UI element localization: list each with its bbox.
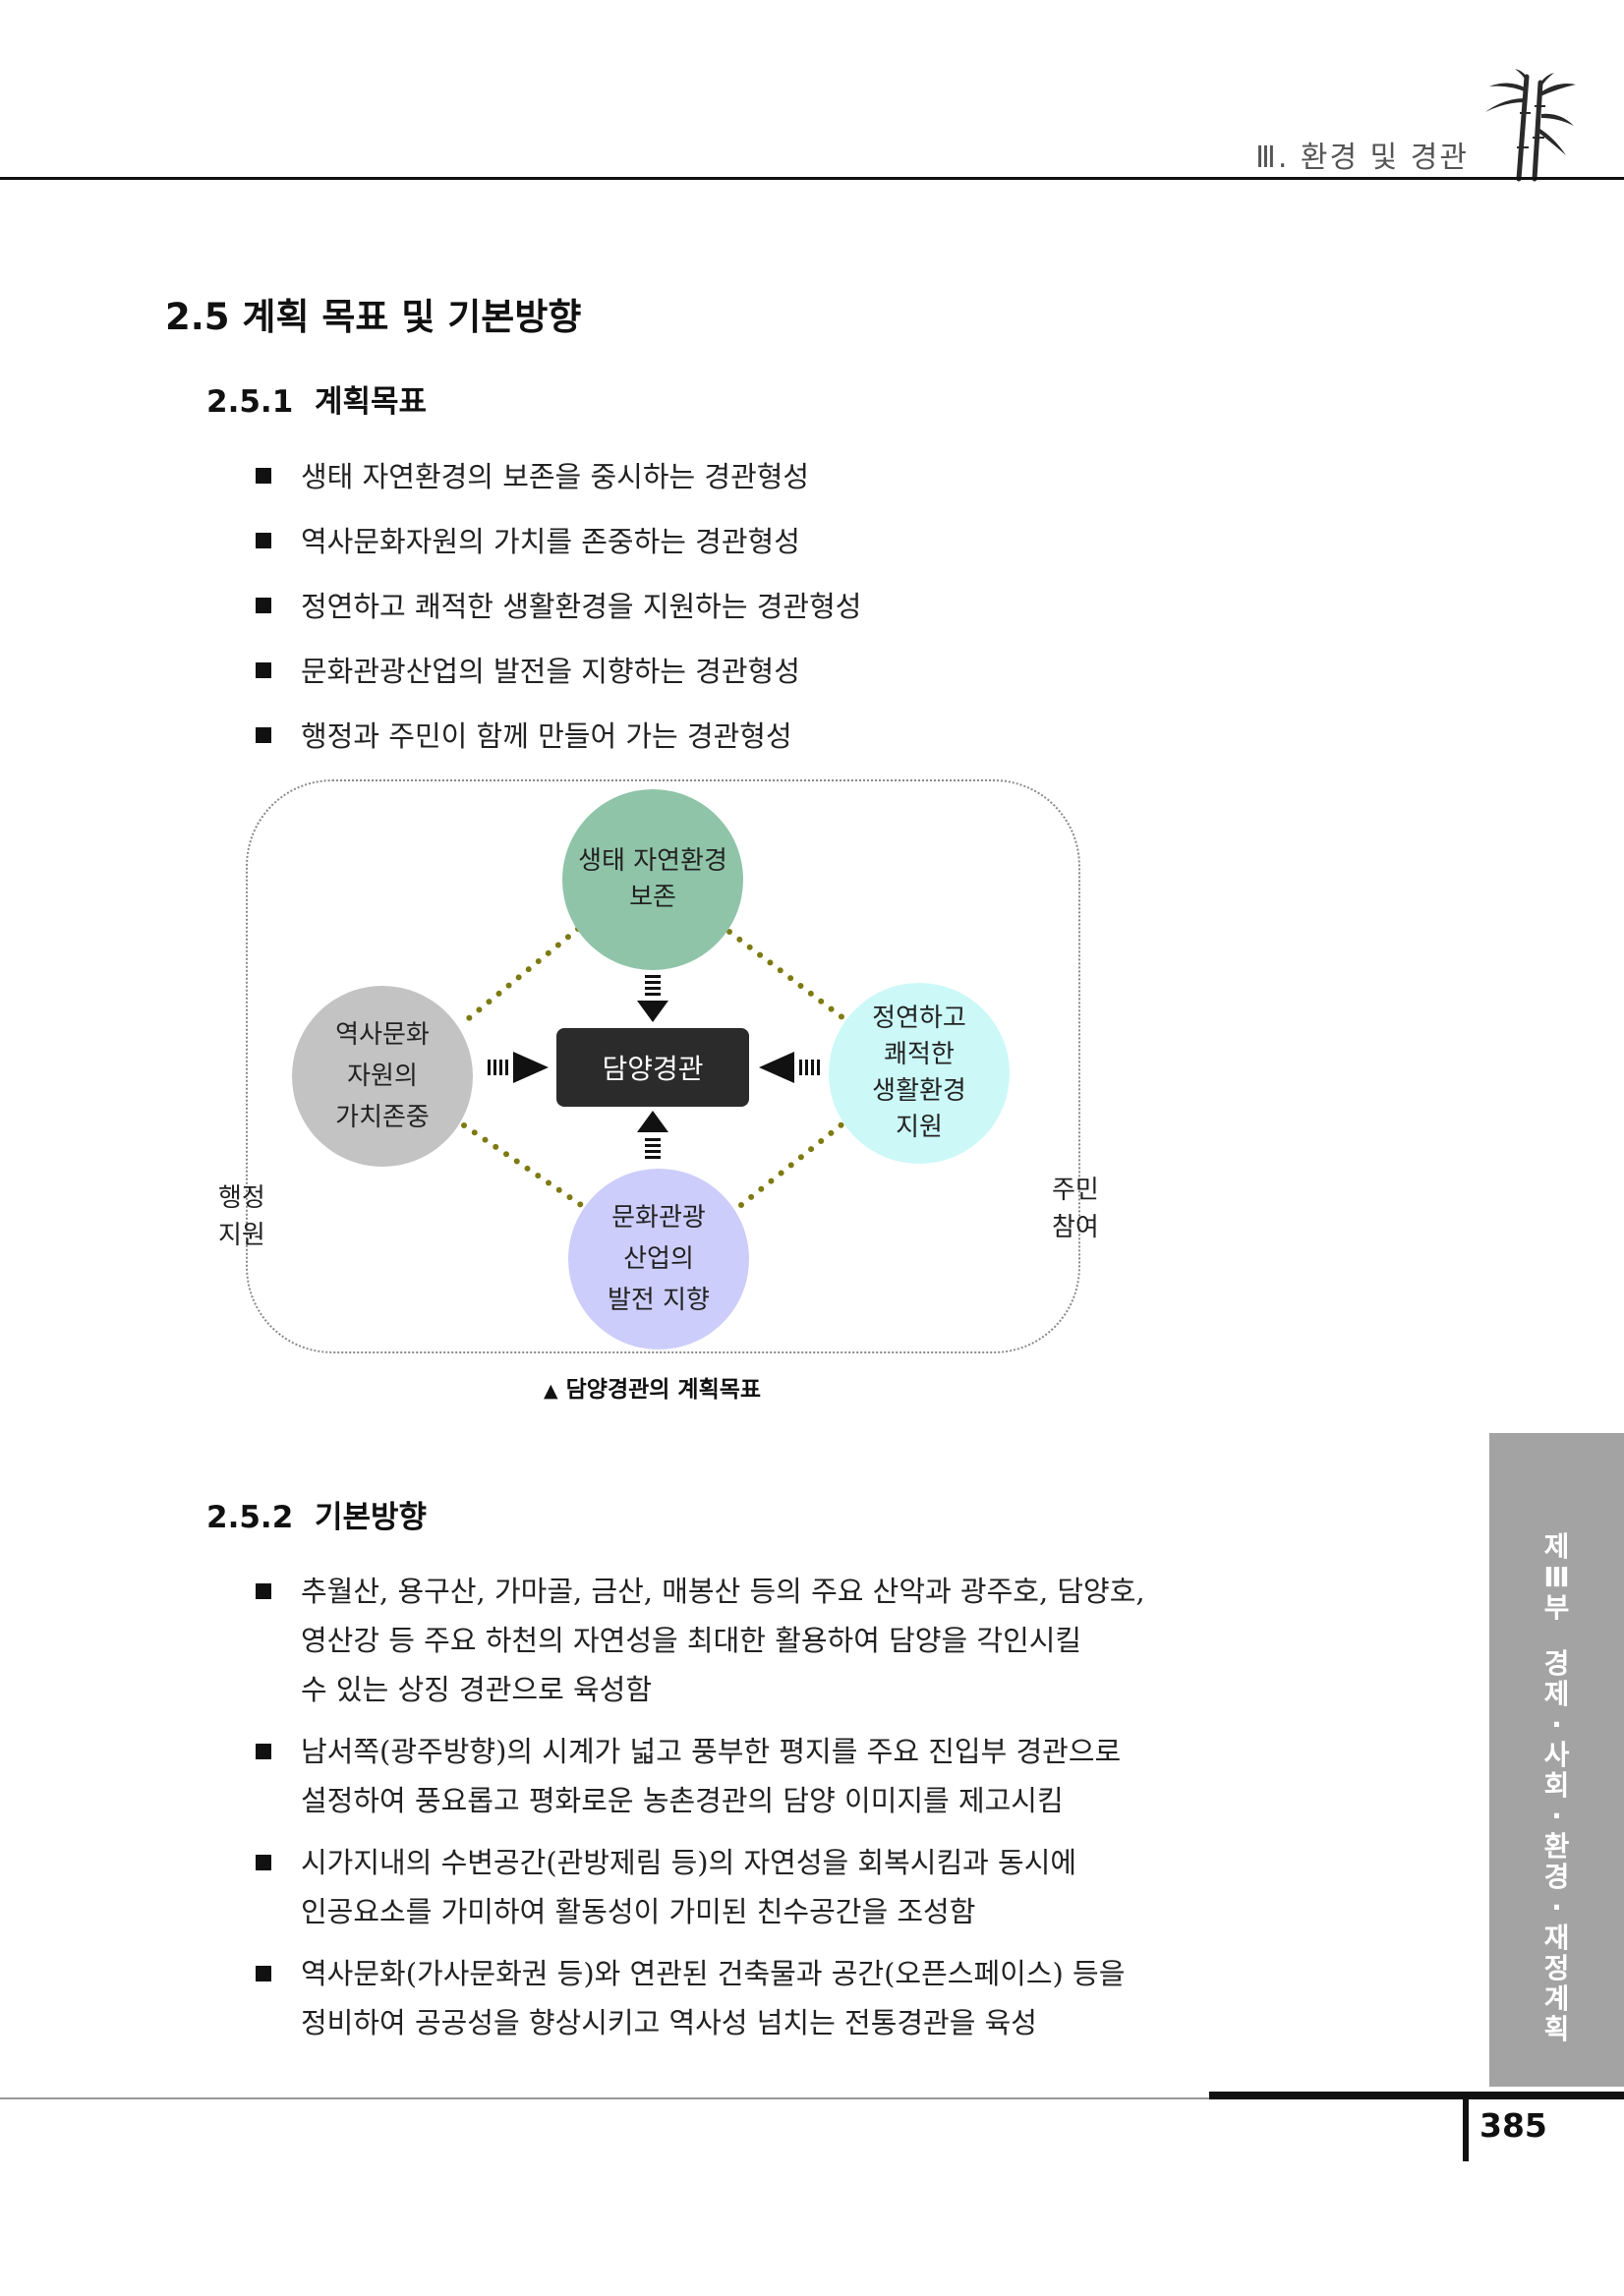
part-side-tab: 제 Ⅲ 부 경 제 · 사 회 · 환 경 · 재 정 계 획 <box>1489 1433 1624 2087</box>
footer-rule <box>0 2097 1209 2099</box>
list-item: 생태 자연환경의 보존을 중시하는 경관형성 <box>254 444 861 509</box>
caption-text: 담양경관의 계획목표 <box>565 1377 762 1403</box>
list-item: 정연하고 쾌적한 생활환경을 지원하는 경관형성 <box>254 574 861 639</box>
label-line: 주민 <box>1052 1176 1099 1205</box>
side-tab-char: 회 <box>1543 1769 1570 1802</box>
goal-text: 문화관광산업의 발전을 지향하는 경관형성 <box>301 655 800 688</box>
triangle-up-icon: ▲ <box>544 1380 558 1402</box>
direction-line: 인공요소를 가미하여 활동성이 가미된 친수공간을 조성함 <box>301 1895 976 1928</box>
label-line: 행정 <box>218 1183 265 1213</box>
goal-text: 생태 자연환경의 보존을 중시하는 경관형성 <box>301 460 810 493</box>
side-tab-char: 경 <box>1543 1647 1570 1680</box>
diagram-frame <box>246 779 1080 1353</box>
node-center: 담양경관 <box>556 1028 749 1107</box>
side-tab-char: 정 <box>1543 1952 1570 1984</box>
node-line: 자원의 <box>347 1062 418 1091</box>
goal-text: 행정과 주민이 함께 만들어 가는 경관형성 <box>301 719 792 753</box>
side-tab-char: 부 <box>1543 1591 1570 1624</box>
list-item: 문화관광산업의 발전을 지향하는 경관형성 <box>254 639 861 704</box>
bullet-square-icon <box>256 1966 271 1981</box>
goals-list: 생태 자연환경의 보존을 중시하는 경관형성 역사문화자원의 가치를 존중하는 … <box>254 444 861 769</box>
side-tab-char: 제 <box>1543 1530 1570 1563</box>
section-title: 2.5 계획 목표 및 기본방향 <box>165 296 582 338</box>
direction-line: 설정하여 풍요롭고 평화로운 농촌경관의 담양 이미지를 제고시킴 <box>301 1784 1064 1817</box>
goals-heading-text: 계획목표 <box>315 384 428 420</box>
bullet-square-icon <box>256 1855 271 1870</box>
list-item: 역사문화자원의 가치를 존중하는 경관형성 <box>254 509 861 574</box>
goal-text: 정연하고 쾌적한 생활환경을 지원하는 경관형성 <box>301 590 862 623</box>
node-line: 정연하고 <box>872 1004 966 1033</box>
bullet-square-icon <box>256 598 271 613</box>
goals-number: 2.5.1 <box>206 384 294 420</box>
bullet-square-icon <box>256 468 271 484</box>
side-tab-char: 획 <box>1543 2013 1570 2045</box>
direction-line: 추월산, 용구산, 가마골, 금산, 매봉산 등의 주요 산악과 광주호, 담양… <box>301 1575 1145 1608</box>
bullet-square-icon <box>256 727 271 743</box>
running-header: Ⅲ. 환경 및 경관 <box>1255 141 1469 175</box>
goals-heading: 2.5.1 계획목표 <box>206 376 427 421</box>
direction-line: 남서쪽(광주방향)의 시계가 넓고 풍부한 평지를 주요 진입부 경관으로 <box>301 1735 1122 1768</box>
side-tab-char: Ⅲ <box>1543 1561 1570 1593</box>
side-tab-char: 경 <box>1543 1861 1570 1893</box>
bullet-square-icon <box>256 1744 271 1759</box>
side-tab-char: 제 <box>1543 1678 1570 1710</box>
node-line: 문화관광 <box>611 1203 706 1233</box>
side-tab-char: 환 <box>1543 1830 1570 1863</box>
node-line: 산업의 <box>623 1244 694 1274</box>
side-tab-char: · <box>1551 1800 1562 1832</box>
footer-rule-thick <box>1209 2092 1624 2099</box>
figure-caption: ▲ 담양경관의 계획목표 <box>544 1370 761 1404</box>
direction-line: 영산강 등 주요 하천의 자연성을 최대한 활용하여 담양을 각인시킬 <box>301 1624 1082 1657</box>
side-tab-char: · <box>1551 1891 1562 1923</box>
list-item: 행정과 주민이 함께 만들어 가는 경관형성 <box>254 704 861 769</box>
node-line: 지원 <box>896 1113 943 1142</box>
directions-number: 2.5.2 <box>206 1500 294 1535</box>
bullet-square-icon <box>256 1583 271 1599</box>
node-line: 생활환경 <box>872 1076 966 1106</box>
bamboo-icon <box>1485 69 1576 182</box>
node-line: 역사문화 <box>335 1020 430 1050</box>
node-line: 발전 지향 <box>608 1286 710 1315</box>
goal-text: 역사문화자원의 가치를 존중하는 경관형성 <box>301 525 800 558</box>
bullet-square-icon <box>256 662 271 678</box>
side-tab-gap <box>1536 1623 1579 1648</box>
list-item: 추월산, 용구산, 가마골, 금산, 매봉산 등의 주요 산악과 광주호, 담양… <box>254 1567 1225 1714</box>
side-tab-label: 제 Ⅲ 부 경 제 · 사 회 · 환 경 · 재 정 계 획 <box>1536 1531 1579 2044</box>
node-line: 가치존중 <box>335 1103 430 1132</box>
footer-divider <box>1463 2096 1469 2161</box>
label-line: 지원 <box>218 1221 265 1250</box>
directions-heading: 2.5.2 기본방향 <box>206 1492 427 1536</box>
side-tab-char: · <box>1551 1708 1562 1741</box>
directions-list: 추월산, 용구산, 가마골, 금산, 매봉산 등의 주요 산악과 광주호, 담양… <box>254 1567 1225 2060</box>
side-tab-char: 계 <box>1543 1982 1570 2015</box>
label-line: 참여 <box>1052 1213 1099 1242</box>
direction-line: 역사문화(가사문화권 등)와 연관된 건축물과 공간(오픈스페이스) 등을 <box>301 1957 1126 1990</box>
bullet-square-icon <box>256 533 271 548</box>
side-tab-char: 재 <box>1543 1922 1570 1954</box>
node-line: 쾌적한 <box>884 1040 955 1069</box>
direction-line: 시가지내의 수변공간(관방제림 등)의 자연성을 회복시킴과 동시에 <box>301 1846 1077 1879</box>
node-line: 생태 자연환경 <box>578 846 727 876</box>
direction-line: 수 있는 상징 경관으로 육성함 <box>301 1673 653 1706</box>
node-line: 보존 <box>629 883 676 912</box>
directions-heading-text: 기본방향 <box>315 1500 428 1535</box>
side-tab-char: 사 <box>1543 1739 1570 1771</box>
page-number: 385 <box>1479 2106 1547 2145</box>
header-rule <box>0 177 1624 180</box>
direction-line: 정비하여 공공성을 향상시키고 역사성 넘치는 전통경관을 육성 <box>301 2006 1037 2039</box>
